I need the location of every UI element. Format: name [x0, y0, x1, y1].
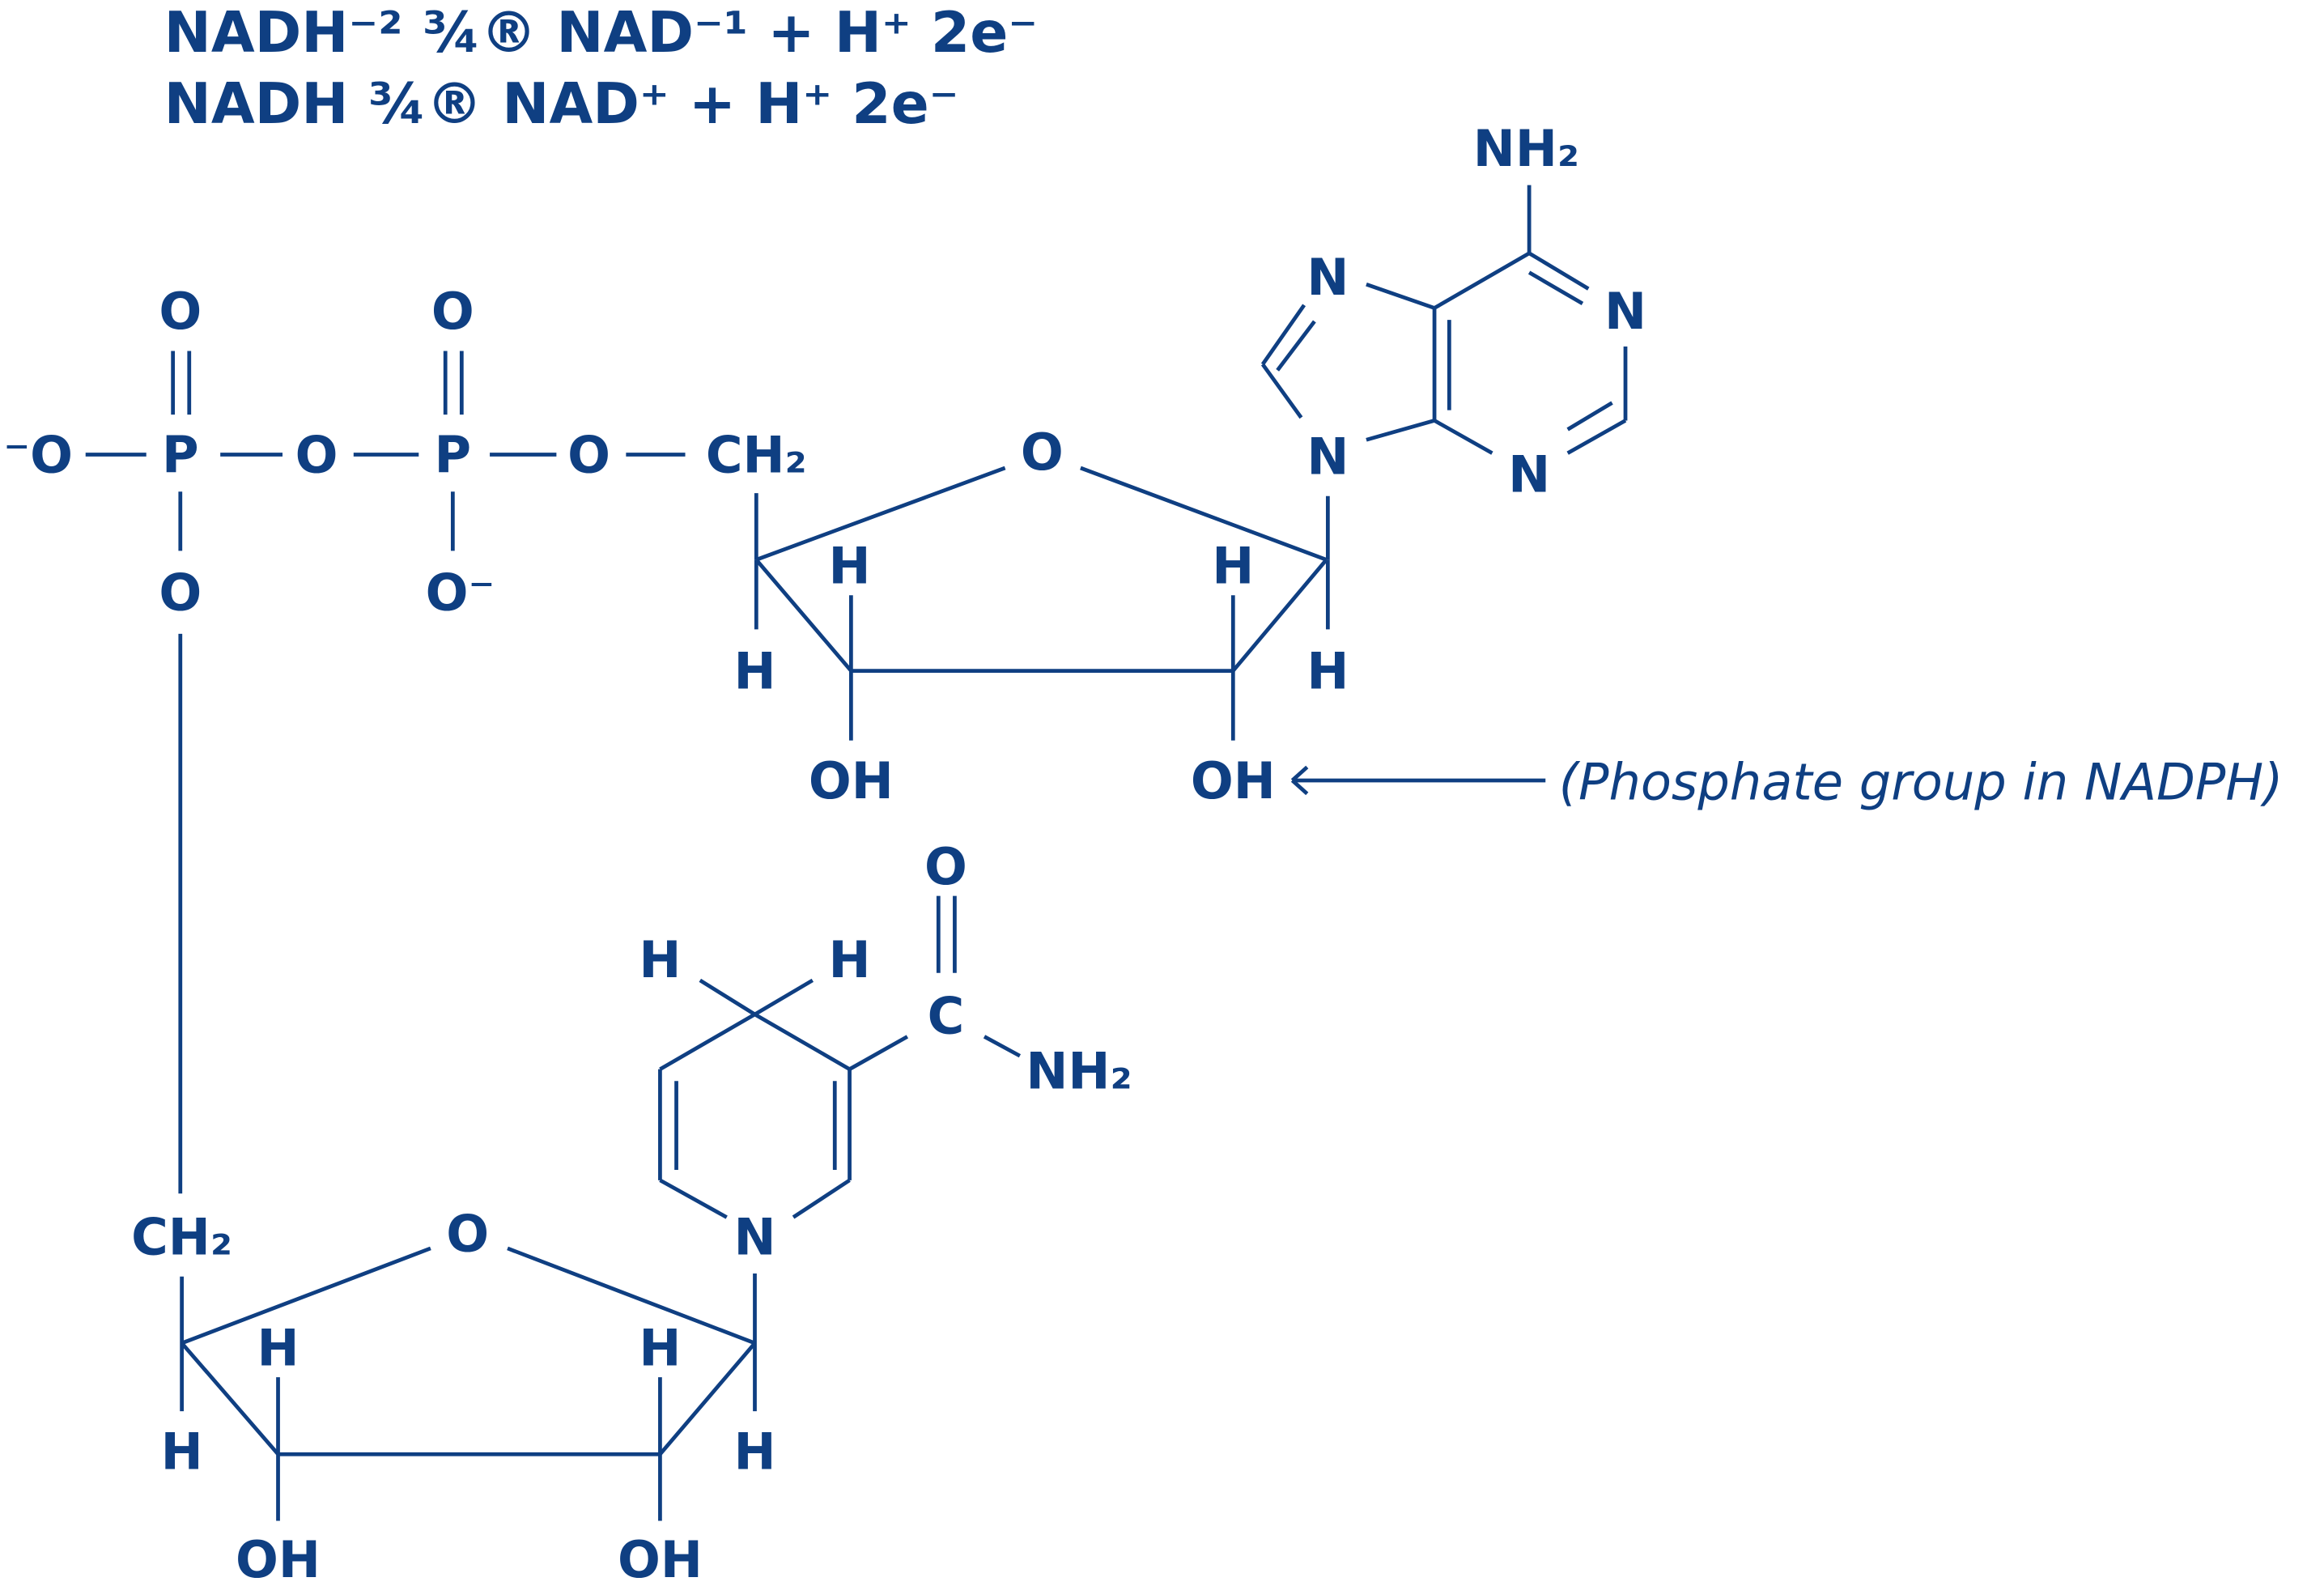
atom-label: H: [829, 537, 871, 596]
bond-line: [1260, 363, 1303, 419]
bond-line: [180, 1342, 280, 1456]
bond-line: [755, 466, 1006, 562]
atom-label: N: [1306, 248, 1349, 307]
atom-label: H: [829, 930, 871, 989]
atom-label: O: [446, 1205, 489, 1264]
bonds: [85, 185, 1628, 1521]
atom-label: O⁻: [426, 563, 495, 623]
atom-label: H: [639, 930, 681, 989]
atom-label: P: [435, 425, 472, 484]
bond-line: [754, 978, 814, 1017]
atom-label: N: [1604, 282, 1646, 341]
atom-label: H: [257, 1318, 299, 1377]
bond-line: [754, 558, 853, 673]
bond-line: [181, 1246, 431, 1346]
atom-label: N: [1508, 444, 1550, 504]
atom-label: CH₂: [131, 1207, 232, 1266]
bond-line: [1566, 401, 1613, 432]
atom-label: O: [159, 563, 202, 623]
bond-line: [659, 1012, 756, 1071]
atom-label: O: [295, 425, 338, 484]
bond-line: [848, 1035, 909, 1071]
equation-line-1: NADH⁻² ¾® NAD⁻¹ + H⁺ 2e⁻: [164, 0, 1038, 66]
atom-label: H: [639, 1318, 681, 1377]
atom-label: O: [924, 837, 967, 896]
bond-line: [1366, 419, 1435, 442]
bond-line: [1433, 251, 1531, 310]
atom-label: O: [159, 282, 202, 341]
atom-label: OH: [809, 751, 894, 810]
bond-line: [507, 1246, 756, 1346]
atom-label: H: [161, 1422, 203, 1481]
bond-line: [658, 1342, 757, 1456]
atom-label: H: [733, 642, 775, 701]
atom-label: OH: [1191, 751, 1276, 810]
phosphate-arrow: [1290, 765, 1546, 796]
equation-line-2: NADH ¾® NAD⁺ + H⁺ 2e⁻: [164, 71, 959, 137]
arrow-head-lower: [1290, 779, 1309, 796]
atom-label: CH₂: [706, 425, 807, 484]
phosphate-annotation: (Phosphate group in NADPH): [1559, 753, 2284, 812]
atom-label: O: [567, 425, 610, 484]
atom-label: H: [733, 1422, 775, 1481]
bond-line: [1527, 270, 1584, 306]
atom-label: H: [1306, 642, 1349, 701]
atom-label: NH₂: [1026, 1041, 1132, 1100]
atom-label: OH: [618, 1530, 703, 1586]
atom-label: OH: [236, 1530, 321, 1586]
atom-label: C: [928, 987, 965, 1046]
bond-line: [1231, 558, 1328, 673]
bond-line: [699, 978, 756, 1016]
atom-label: ⁻O: [3, 425, 73, 484]
bond-line: [1433, 419, 1493, 455]
arrow-head-upper: [1290, 765, 1309, 782]
bond-line: [1566, 419, 1627, 455]
bond-line: [1260, 304, 1306, 366]
bond-line: [792, 1178, 851, 1219]
atom-label: N: [1306, 427, 1349, 486]
atom-label: O: [1021, 423, 1064, 482]
atom-label: N: [733, 1207, 775, 1266]
atom-label: NH₂: [1473, 119, 1579, 178]
bond-line: [983, 1035, 1022, 1058]
bond-line: [1366, 282, 1435, 310]
bond-line: [1276, 320, 1316, 372]
bond-line: [659, 1178, 728, 1219]
atom-label: O: [431, 282, 474, 341]
bond-line: [1080, 466, 1328, 562]
atom-label: P: [162, 425, 199, 484]
atom-label: H: [1212, 537, 1254, 596]
bond-line: [754, 1012, 851, 1071]
bond-line: [1527, 251, 1590, 291]
